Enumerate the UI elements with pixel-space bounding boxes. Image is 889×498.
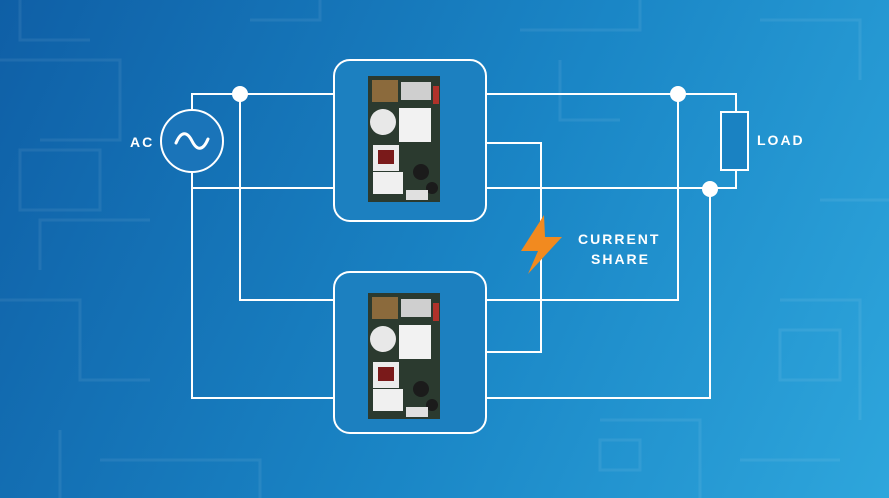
ac-label: AC (130, 134, 155, 150)
power-supply-board-icon (368, 76, 440, 202)
current-share-label-line1: CURRENT (578, 231, 661, 247)
power-supply-board-icon (368, 293, 440, 419)
lightning-bolt-icon (521, 215, 562, 274)
power-supply-lower (333, 271, 487, 434)
power-supply-upper (333, 59, 487, 222)
junction-dot (670, 86, 686, 102)
circuit-wires (191, 93, 737, 399)
ac-source (160, 109, 224, 173)
resistor-icon (720, 111, 749, 171)
junction-dot (702, 181, 718, 197)
load-label: LOAD (757, 132, 805, 148)
ac-sine-wave-icon (174, 132, 210, 150)
junction-dot (232, 86, 248, 102)
junction-dots (232, 86, 718, 197)
current-share-label-line2: SHARE (591, 251, 651, 267)
